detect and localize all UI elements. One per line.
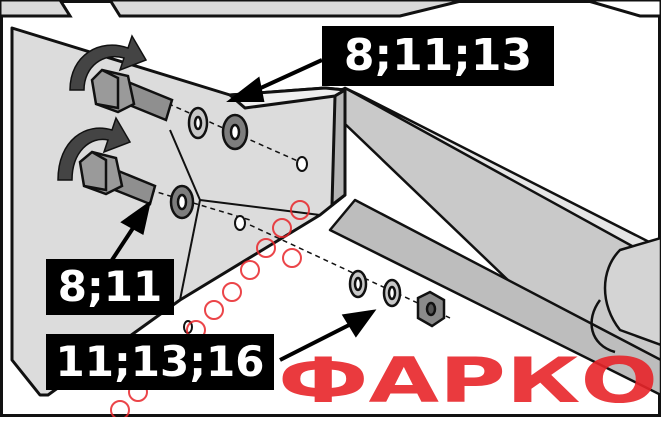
leader-arrows bbox=[110, 58, 377, 362]
callout-bottom: 11;13;16 bbox=[46, 334, 274, 390]
callout-top-text: 8;11;13 bbox=[344, 30, 532, 81]
callout-bottom-text: 11;13;16 bbox=[56, 337, 265, 386]
upper-bolt bbox=[90, 68, 174, 122]
rotation-arrows bbox=[57, 34, 148, 181]
callout-top: 8;11;13 bbox=[322, 26, 554, 86]
callout-left: 8;11 bbox=[46, 259, 174, 315]
beam-side-fasteners bbox=[348, 269, 446, 328]
lower-bolt bbox=[78, 150, 157, 206]
upper-washers bbox=[187, 106, 249, 151]
callout-left-text: 8;11 bbox=[58, 262, 162, 311]
watermark-text: ФАРКО bbox=[278, 344, 658, 417]
lower-washer bbox=[169, 184, 195, 220]
channel-beam bbox=[318, 86, 661, 397]
top-edge-parts bbox=[0, 0, 661, 18]
